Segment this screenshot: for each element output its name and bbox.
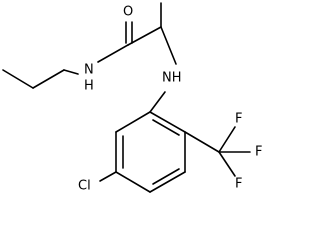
ring-bond-c4-c5 bbox=[115, 171, 151, 193]
atom-label-fluorine-top: F bbox=[235, 112, 242, 127]
atom-label-amide-n: N bbox=[84, 63, 94, 78]
bond-amide-n-to-propyl bbox=[63, 69, 79, 75]
bond-amine-n-to-ring bbox=[149, 91, 166, 113]
bond-propyl-2 bbox=[2, 69, 34, 89]
ring-inner-double-c3-c4 bbox=[152, 168, 180, 185]
bond-propyl-1 bbox=[32, 69, 65, 89]
bond-carbonyl-to-alpha-c bbox=[127, 26, 162, 46]
bond-carbonyl-to-amide-n bbox=[97, 44, 129, 63]
bond-ring-to-cf3 bbox=[184, 131, 220, 153]
ring-bond-c1-c2 bbox=[149, 111, 186, 133]
atom-label-fluorine-right: F bbox=[255, 145, 262, 160]
atom-label-fluorine-bottom: F bbox=[235, 177, 242, 192]
bond-ring-to-chlorine bbox=[99, 171, 117, 182]
atom-label-amide-h: H bbox=[84, 79, 94, 94]
bond-alpha-c-to-amine-n bbox=[160, 26, 177, 65]
chemical-structure-diagram: O N H NH F F F Cl bbox=[2, 2, 262, 194]
ring-bond-c6-c1 bbox=[115, 111, 151, 133]
ring-inner-double-c1-c2 bbox=[152, 119, 180, 136]
bond-cf3-f-top bbox=[218, 126, 236, 153]
atom-label-oxygen: O bbox=[123, 5, 133, 20]
ring-bond-c3-c4 bbox=[149, 171, 186, 193]
atom-label-chlorine: Cl bbox=[78, 179, 91, 194]
atom-label-amine-nh: NH bbox=[162, 71, 182, 86]
bond-cf3-f-bottom bbox=[218, 151, 236, 177]
